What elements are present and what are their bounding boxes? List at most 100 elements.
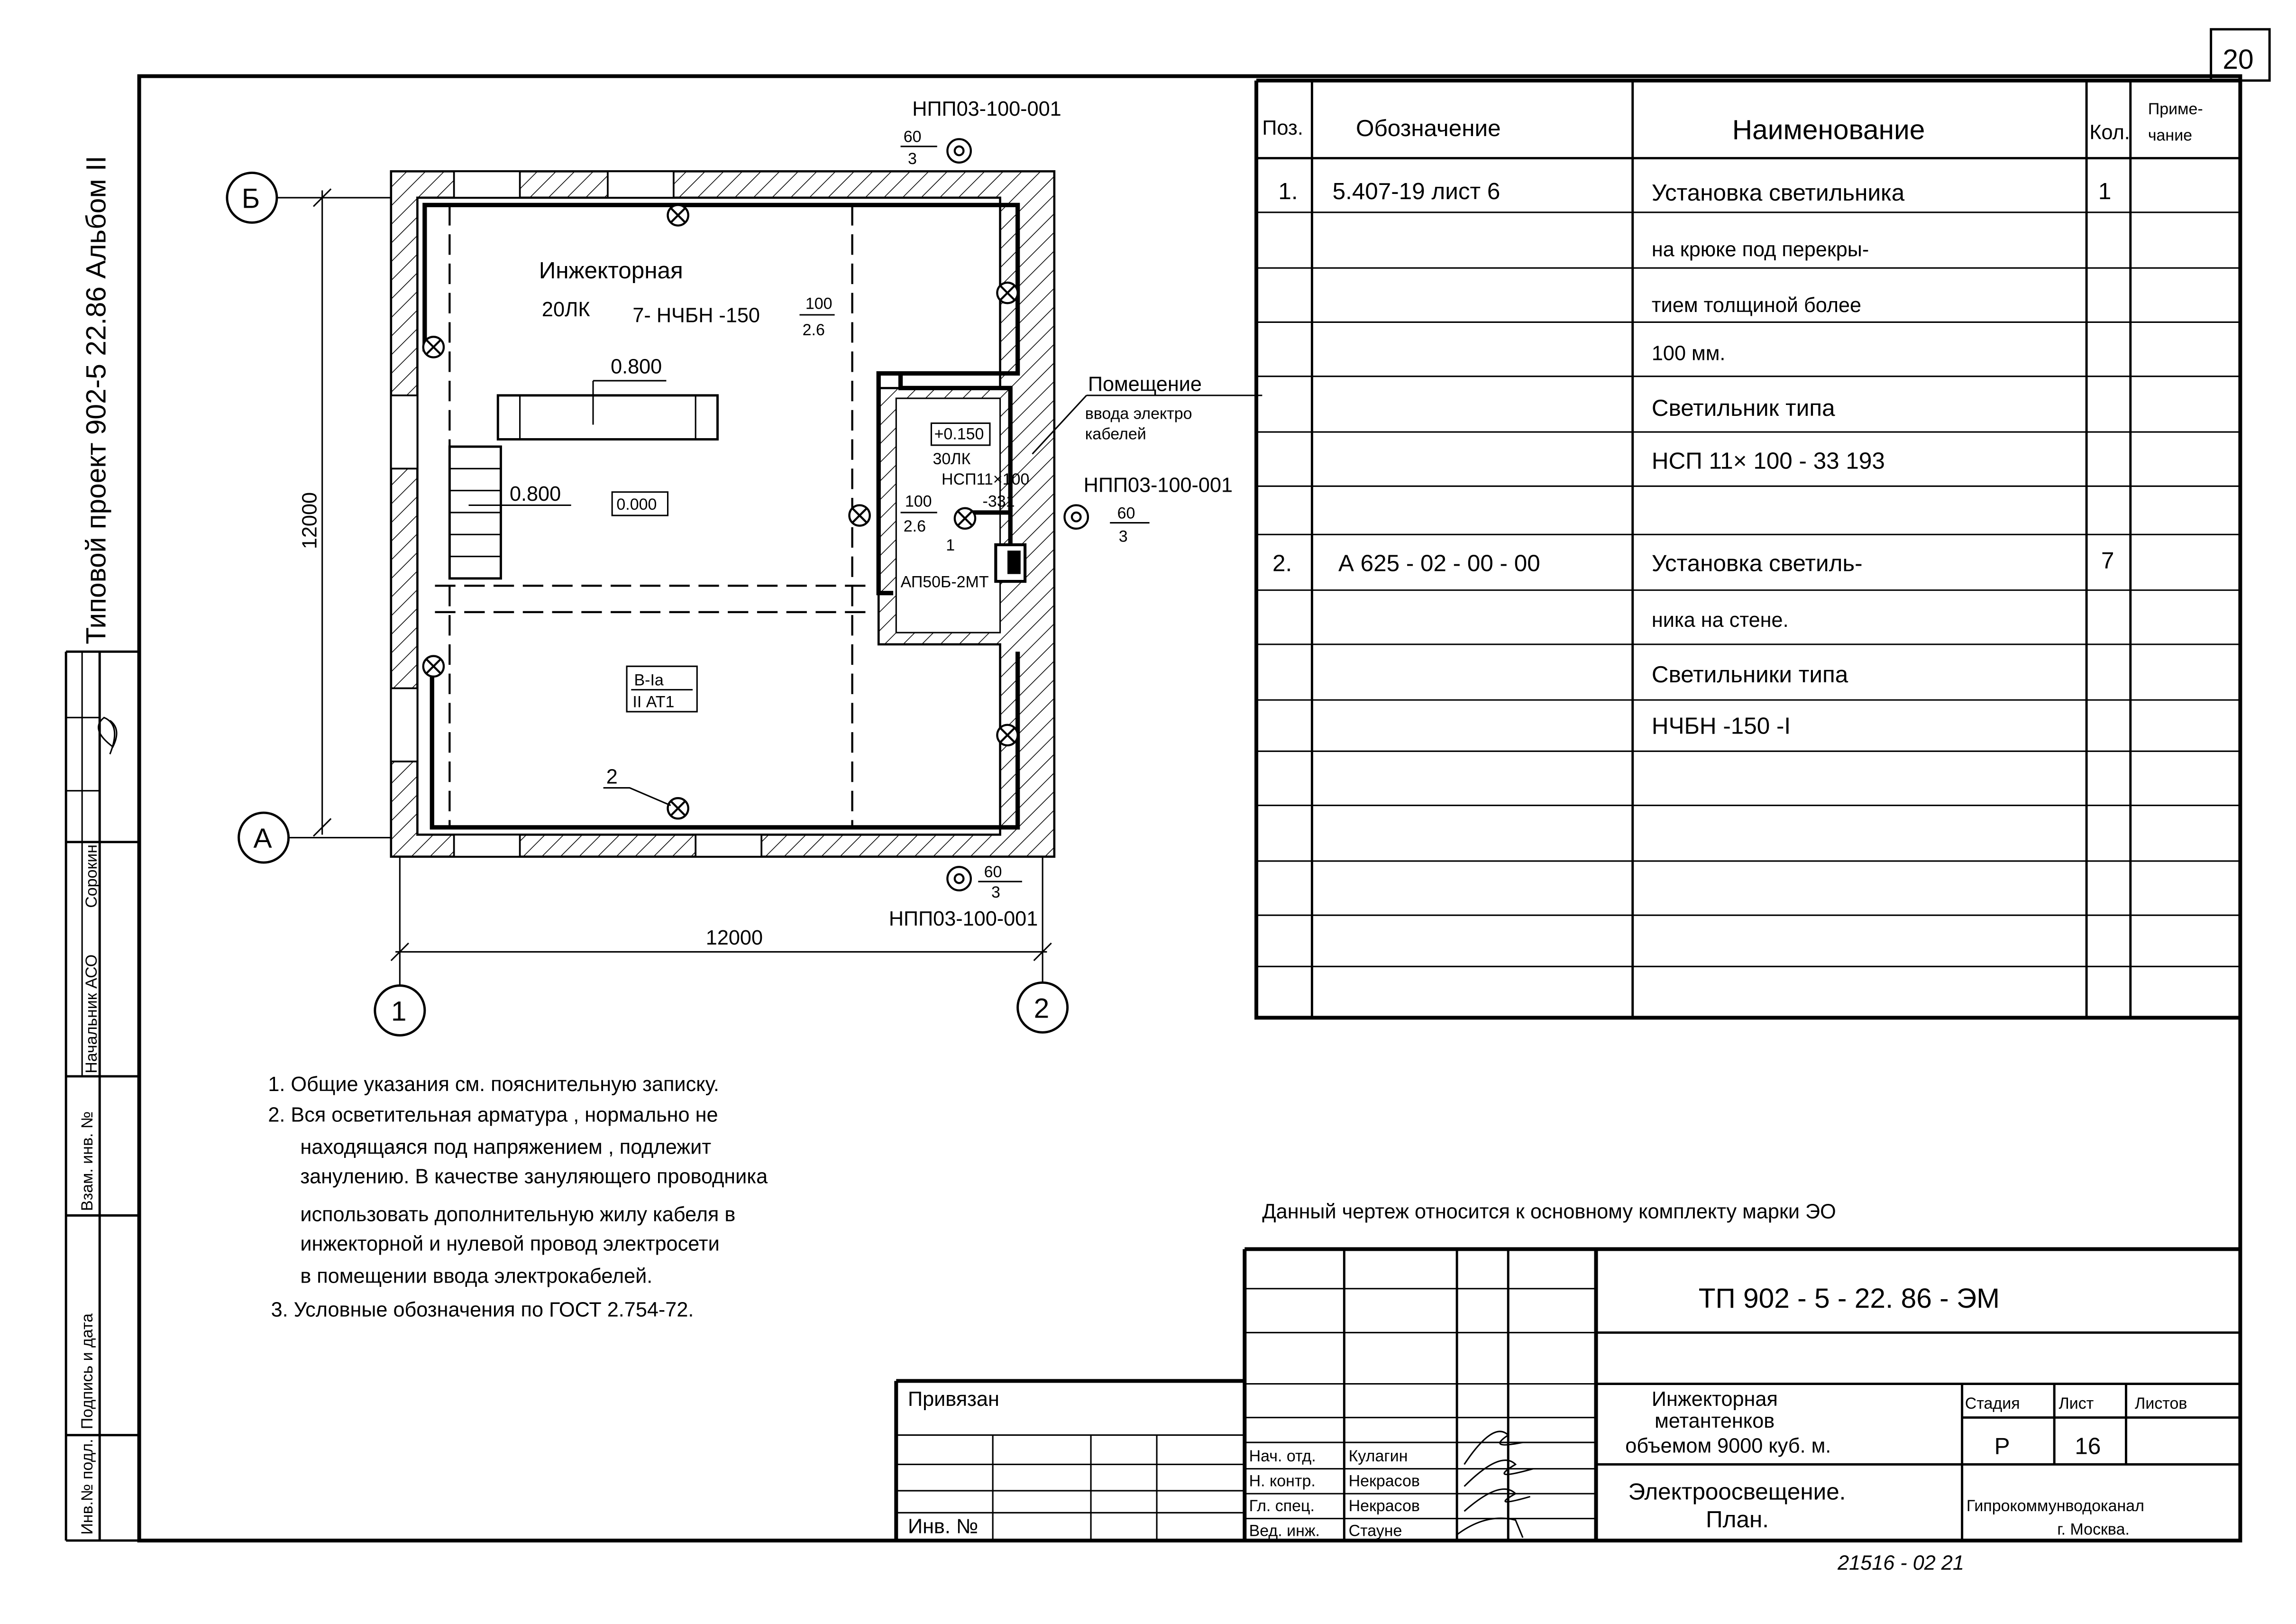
sheet-value: 16 bbox=[2075, 1433, 2101, 1459]
room-main-lux: 20ЛК bbox=[542, 298, 590, 321]
socket-bottom-num: 60 bbox=[984, 863, 1002, 881]
album-title: Типовой проект 902-5 22.86 Альбом II bbox=[81, 156, 112, 644]
socket-icon bbox=[946, 866, 972, 891]
organization-city: г. Москва. bbox=[2057, 1521, 2130, 1539]
signer-role: Вед. инж. bbox=[1249, 1522, 1320, 1540]
stamp-replace-label: Взам. инв. № bbox=[78, 1111, 96, 1211]
row-name: Установка светильника bbox=[1652, 180, 1905, 206]
lamps bbox=[422, 204, 1019, 820]
room-small-panel: АП50Б-2МТ bbox=[901, 573, 989, 591]
dimension-vertical: 12000 bbox=[298, 492, 321, 549]
note-line: 3. Условные обозначения по ГОСТ 2.754-72… bbox=[271, 1298, 694, 1321]
zone-class-box bbox=[626, 665, 698, 713]
lamp-icon bbox=[996, 281, 1019, 304]
level-floor: 0.000 bbox=[616, 495, 657, 514]
room-entry-line3: кабелей bbox=[1085, 425, 1146, 443]
stamp-number: 21516 - 02 21 bbox=[1837, 1552, 1964, 1575]
table-row: 1. 5.407-19 лист 6 Установка светильника… bbox=[1278, 178, 2111, 206]
header-note2: чание bbox=[2148, 126, 2192, 144]
row-qty: 1 bbox=[2098, 178, 2111, 204]
drawing-code: ТП 902 - 5 - 22. 86 - ЭМ bbox=[1699, 1283, 2000, 1314]
header-designation: Обозначение bbox=[1356, 115, 1501, 141]
room-small-pos: 1 bbox=[946, 536, 955, 554]
stage-label: Стадия bbox=[1965, 1395, 2020, 1413]
sheet-label: Лист bbox=[2058, 1395, 2094, 1413]
signer-name: Кулагин bbox=[1349, 1447, 1408, 1465]
general-notes: 1. Общие указания см. пояснительную запи… bbox=[268, 1073, 768, 1321]
lamp-icon bbox=[667, 204, 689, 227]
socket-right-num: 60 bbox=[1117, 504, 1135, 522]
room-small-den: 2.6 bbox=[904, 517, 926, 535]
lamp-icon bbox=[422, 336, 445, 358]
socket-top-label: НПП03-100-001 bbox=[912, 98, 1061, 120]
stamp-inv-label: Инв.№ подл. bbox=[78, 1439, 96, 1534]
lamp-icon bbox=[848, 504, 871, 527]
bound-label: Привязан bbox=[908, 1388, 999, 1411]
stamp-head-label: Начальник АСО bbox=[82, 954, 101, 1073]
lamp-icon bbox=[422, 655, 445, 678]
signer-role: Н. контр. bbox=[1249, 1472, 1316, 1490]
note-line: находящаяся под напряжением , подлежит bbox=[300, 1136, 711, 1159]
signer-role: Нач. отд. bbox=[1249, 1447, 1316, 1465]
lamp-icon bbox=[667, 797, 689, 820]
level-stair: 0.800 bbox=[510, 483, 561, 505]
socket-top-den: 3 bbox=[908, 150, 917, 168]
table-row: НЧБН -150 -I bbox=[1652, 713, 1791, 739]
note-line: 2. Вся осветительная арматура , нормальн… bbox=[268, 1104, 718, 1127]
row-designation: 5.407-19 лист 6 bbox=[1333, 178, 1500, 204]
row-pos: 1. bbox=[1278, 178, 1298, 204]
room-small-lamp2: -331 bbox=[983, 493, 1015, 511]
left-strip: Типовой проект 902-5 22.86 Альбом II Нач… bbox=[64, 156, 139, 1542]
axis-label-b: Б bbox=[242, 184, 260, 214]
room-main-lamps: 7- НЧБН -150 bbox=[632, 304, 760, 327]
position-marker: 2 bbox=[606, 765, 618, 788]
title-block: ТП 902 - 5 - 22. 86 - ЭМ Инжекторная мет… bbox=[894, 1247, 2241, 1541]
socket-bottom-den: 3 bbox=[991, 883, 1000, 901]
socket-right-den: 3 bbox=[1119, 528, 1128, 546]
table-row: 2. А 625 - 02 - 00 - 00 Установка светил… bbox=[1272, 547, 2114, 576]
dimension-horizontal: 12000 bbox=[706, 927, 763, 949]
note-line: занулению. В качестве зануляющего провод… bbox=[300, 1165, 768, 1188]
row-name: Установка светиль- bbox=[1652, 550, 1863, 576]
window-opening bbox=[496, 394, 719, 440]
row-designation: А 625 - 02 - 00 - 00 bbox=[1338, 550, 1540, 576]
row-pos: 2. bbox=[1272, 550, 1292, 576]
signer-name: Некрасов bbox=[1349, 1472, 1420, 1490]
signer-name: Некрасов bbox=[1349, 1497, 1420, 1515]
sockets bbox=[946, 138, 1089, 891]
zone-class-top: В-Iа bbox=[634, 671, 663, 689]
spec-table: Поз. Обозначение Наименование Кол. Приме… bbox=[1254, 78, 2241, 1020]
floor-plan: Б А 1 2 12000 12000 НПП03-100-001 60 3 Н… bbox=[226, 98, 1262, 1037]
axis-label-a: А bbox=[254, 823, 273, 854]
header-qty: Кол. bbox=[2089, 121, 2130, 144]
socket-bottom-label: НПП03-100-001 bbox=[889, 908, 1038, 930]
note-line: в помещении ввода электрокабелей. bbox=[300, 1265, 652, 1287]
table-row: Светильник типа bbox=[1652, 395, 1835, 421]
signature bbox=[98, 716, 118, 755]
table-row: Светильники типа bbox=[1652, 661, 1848, 688]
note-line: инжекторной и нулевой провод электросети bbox=[300, 1232, 719, 1255]
header-note1: Приме- bbox=[2148, 100, 2203, 118]
page-number: 20 bbox=[2223, 44, 2253, 75]
stamp-sign-date-label: Подпись и дата bbox=[78, 1313, 96, 1429]
note-line: использовать дополнительную жилу кабеля … bbox=[300, 1203, 735, 1226]
stage-value: Р bbox=[1994, 1433, 2010, 1459]
lamp-icon bbox=[953, 507, 977, 530]
socket-icon bbox=[946, 138, 972, 164]
level-window: 0.800 bbox=[611, 356, 662, 378]
grid-axes: Б А 1 2 12000 12000 bbox=[226, 171, 1069, 1037]
room-main-name: Инжекторная bbox=[539, 257, 683, 284]
sheets-label: Листов bbox=[2135, 1395, 2187, 1413]
room-small-level: +0.150 bbox=[934, 425, 984, 443]
beam bbox=[435, 585, 871, 614]
zone-class-bottom: II АТ1 bbox=[632, 693, 674, 711]
windows bbox=[390, 170, 763, 858]
wiring bbox=[422, 202, 1020, 830]
table-row: тием толщиной более bbox=[1652, 294, 1861, 317]
socket-top-num: 60 bbox=[904, 128, 922, 146]
header-pos: Поз. bbox=[1262, 117, 1303, 139]
header-name: Наименование bbox=[1732, 114, 1925, 145]
room-main-den: 2.6 bbox=[803, 321, 825, 339]
axis-label-2: 2 bbox=[1034, 993, 1050, 1024]
